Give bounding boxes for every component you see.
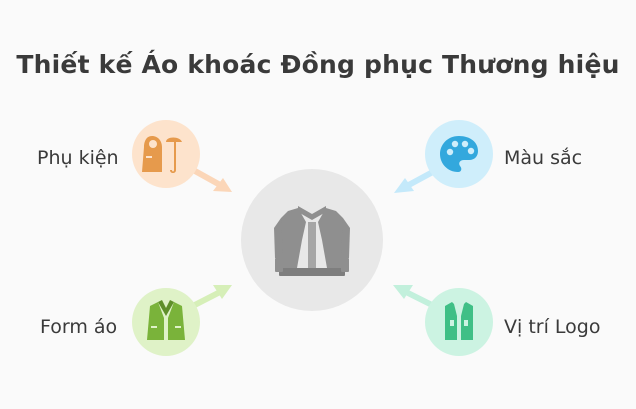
node-form — [132, 288, 200, 356]
label-colors: Màu sắc — [504, 147, 583, 169]
center-node — [241, 169, 383, 311]
coat-umbrella-icon — [142, 136, 182, 173]
vest-icon — [445, 302, 473, 340]
diagram-title: Thiết kế Áo khoác Đồng phục Thương hiệu — [16, 50, 620, 79]
label-form: Form áo — [40, 316, 118, 338]
label-logo: Vị trí Logo — [504, 316, 601, 338]
blazer-icon — [147, 300, 185, 340]
jacket-icon — [274, 206, 350, 276]
node-colors — [425, 120, 493, 188]
palette-icon — [440, 136, 478, 172]
node-logo — [425, 288, 493, 356]
node-accessories — [132, 120, 200, 188]
label-accessories: Phụ kiện — [37, 147, 119, 169]
